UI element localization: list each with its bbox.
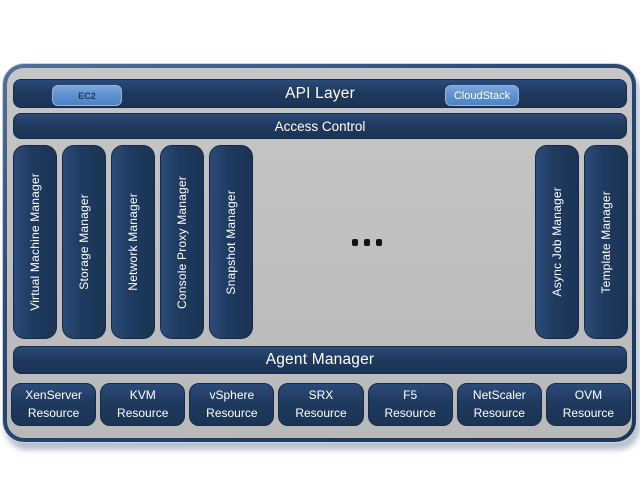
- manager-label: Template Manager: [599, 190, 613, 294]
- cloudstack-button: CloudStack: [445, 85, 519, 106]
- manager-column-snapshot: Snapshot Manager: [209, 145, 253, 339]
- resource-type: Resource: [27, 405, 80, 420]
- access-control-label: Access Control: [274, 118, 366, 134]
- access-control-bar: Access Control: [13, 113, 627, 139]
- resource-name: NetScaler: [472, 388, 526, 403]
- resource-name: KVM: [129, 388, 156, 403]
- api-layer-bar: API Layer EC2 CloudStack: [13, 79, 627, 108]
- manager-label: Console Proxy Manager: [175, 175, 189, 309]
- manager-column-console-proxy: Console Proxy Manager: [160, 145, 204, 339]
- resource-type: Resource: [562, 405, 615, 420]
- api-layer-label: API Layer: [285, 84, 355, 102]
- manager-column-async-job: Async Job Manager: [535, 145, 579, 339]
- resource-box-kvm: KVM Resource: [100, 383, 186, 426]
- resource-box-f5: F5 Resource: [367, 383, 453, 426]
- resource-type: Resource: [295, 405, 347, 420]
- agent-manager-bar: Agent Manager: [13, 346, 627, 374]
- resource-name: vSphere: [209, 388, 255, 403]
- resource-row: XenServer Resource KVM Resource vSphere …: [11, 383, 631, 426]
- resource-name: F5: [403, 388, 418, 403]
- diagram-inner-panel: API Layer EC2 CloudStack Access Control …: [7, 68, 632, 438]
- agent-manager-label: Agent Manager: [265, 351, 375, 368]
- resource-box-vsphere: vSphere Resource: [189, 383, 275, 426]
- manager-column-template: Template Manager: [584, 145, 628, 339]
- resource-box-ovm: OVM Resource: [545, 383, 631, 426]
- resource-name: SRX: [308, 388, 334, 403]
- manager-label: Storage Manager: [77, 194, 91, 290]
- manager-column-virtual-machine: Virtual Machine Manager: [13, 145, 57, 339]
- resource-type: Resource: [206, 405, 258, 420]
- diagram-outer-frame: API Layer EC2 CloudStack Access Control …: [2, 63, 637, 443]
- resource-box-xenserver: XenServer Resource: [11, 383, 97, 426]
- resource-type: Resource: [473, 405, 525, 420]
- manager-column-network: Network Manager: [111, 145, 155, 339]
- resource-box-netscaler: NetScaler Resource: [456, 383, 542, 426]
- resource-type: Resource: [384, 405, 436, 420]
- manager-label: Snapshot Manager: [224, 189, 238, 295]
- manager-label: Virtual Machine Manager: [28, 173, 42, 311]
- ec2-button: EC2: [52, 85, 122, 106]
- resource-name: XenServer: [25, 388, 82, 403]
- manager-label: Async Job Manager: [550, 187, 564, 297]
- resource-box-srx: SRX Resource: [278, 383, 364, 426]
- resource-type: Resource: [117, 405, 169, 420]
- manager-label: Network Manager: [126, 193, 140, 291]
- manager-column-storage: Storage Manager: [62, 145, 106, 339]
- more-managers-ellipsis-icon: [277, 230, 457, 254]
- resource-name: OVM: [574, 388, 603, 403]
